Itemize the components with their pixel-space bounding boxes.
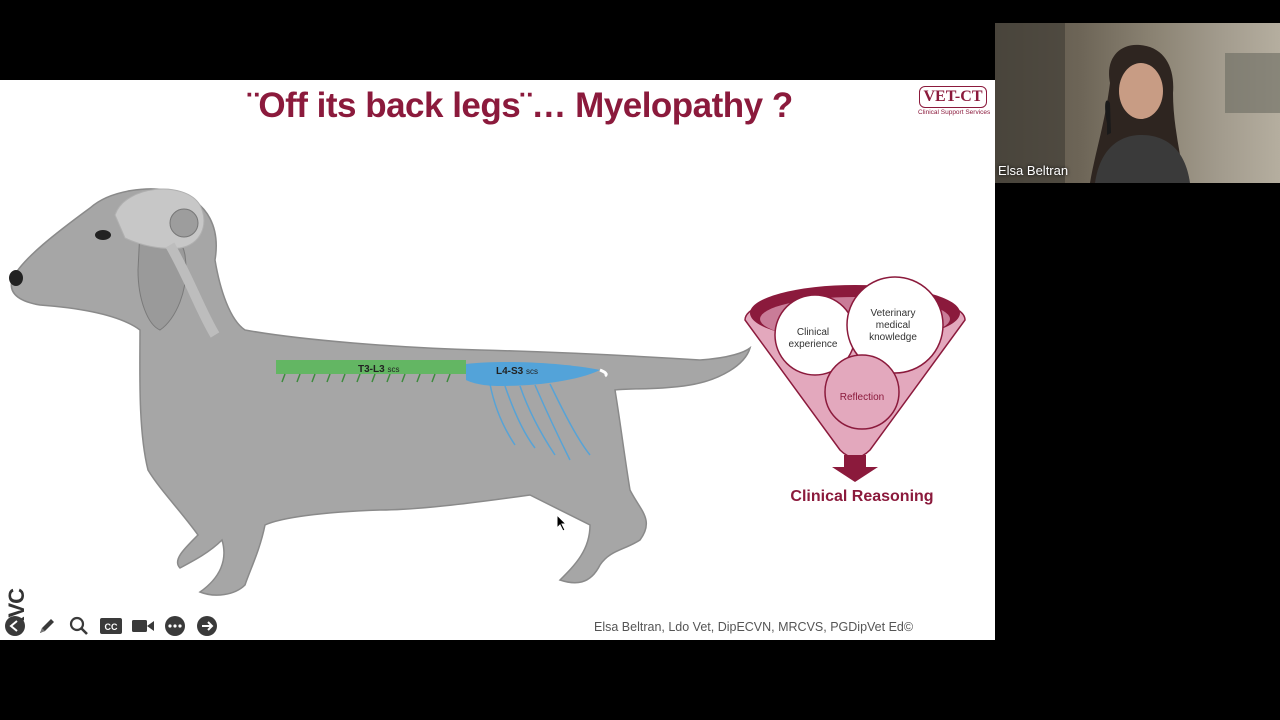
dachshund-illustration [9, 188, 752, 596]
participant-video-tile[interactable]: Elsa Beltran [995, 23, 1280, 183]
logo-name: VET-CT [918, 86, 988, 108]
logo-tagline: Clinical Support Services [918, 109, 991, 116]
pen-icon [40, 619, 54, 633]
pen-button[interactable] [34, 613, 60, 639]
closed-captions-icon: CC [100, 618, 122, 634]
veterinary-knowledge-text: Veterinary medical knowledge [869, 308, 917, 343]
back-button[interactable] [2, 613, 28, 639]
presentation-slide: ¨Off its back legs¨… Myelopathy ? VET-CT… [0, 80, 995, 640]
more-icon [165, 616, 185, 636]
participant-name: Elsa Beltran [998, 163, 1069, 178]
next-button[interactable] [194, 613, 220, 639]
l4-s3-nerves [489, 383, 591, 461]
presentation-toolbar: CC [2, 612, 220, 640]
camera-button[interactable] [130, 613, 156, 639]
vetct-logo: VET-CT Clinical Support Services [918, 86, 991, 122]
t3-l3-label: T3-L3 scs [358, 364, 400, 375]
clinical-experience-text: Clinical experience [788, 327, 838, 350]
slide-credit: Elsa Beltran, Ldo Vet, DipECVN, MRCVS, P… [594, 620, 914, 634]
l4-s3-label: L4-S3 scs [496, 366, 539, 377]
down-arrow-icon [832, 455, 878, 482]
svg-text:CC: CC [105, 622, 118, 632]
zoom-button[interactable] [66, 613, 92, 639]
slide-title: ¨Off its back legs¨… Myelopathy ? [247, 86, 793, 125]
captions-button[interactable]: CC [98, 613, 124, 639]
t3-l3-nerves [281, 373, 451, 383]
dog-nose [9, 270, 23, 286]
back-arrow-icon [5, 616, 25, 636]
t3-l3-spinal-segment [276, 360, 466, 374]
dog-body [10, 188, 752, 596]
mouse-cursor-icon [556, 514, 568, 532]
participant-video [995, 23, 1280, 183]
cervical-spine [165, 242, 220, 338]
more-options-button[interactable] [162, 613, 188, 639]
reflection-circle [824, 354, 900, 430]
dog-tail-highlight [599, 368, 608, 378]
search-icon [69, 616, 88, 635]
clinical-reasoning-cone [744, 276, 966, 482]
l4-s3-spinal-segment [466, 362, 600, 386]
veterinary-knowledge-circle [846, 276, 944, 374]
next-arrow-icon [197, 616, 217, 636]
dog-eye [95, 230, 111, 240]
dog-cerebellum [169, 208, 199, 238]
clinical-reasoning-label: Clinical Reasoning [790, 488, 934, 505]
video-camera-icon [132, 620, 154, 632]
reflection-text: Reflection [839, 392, 885, 403]
